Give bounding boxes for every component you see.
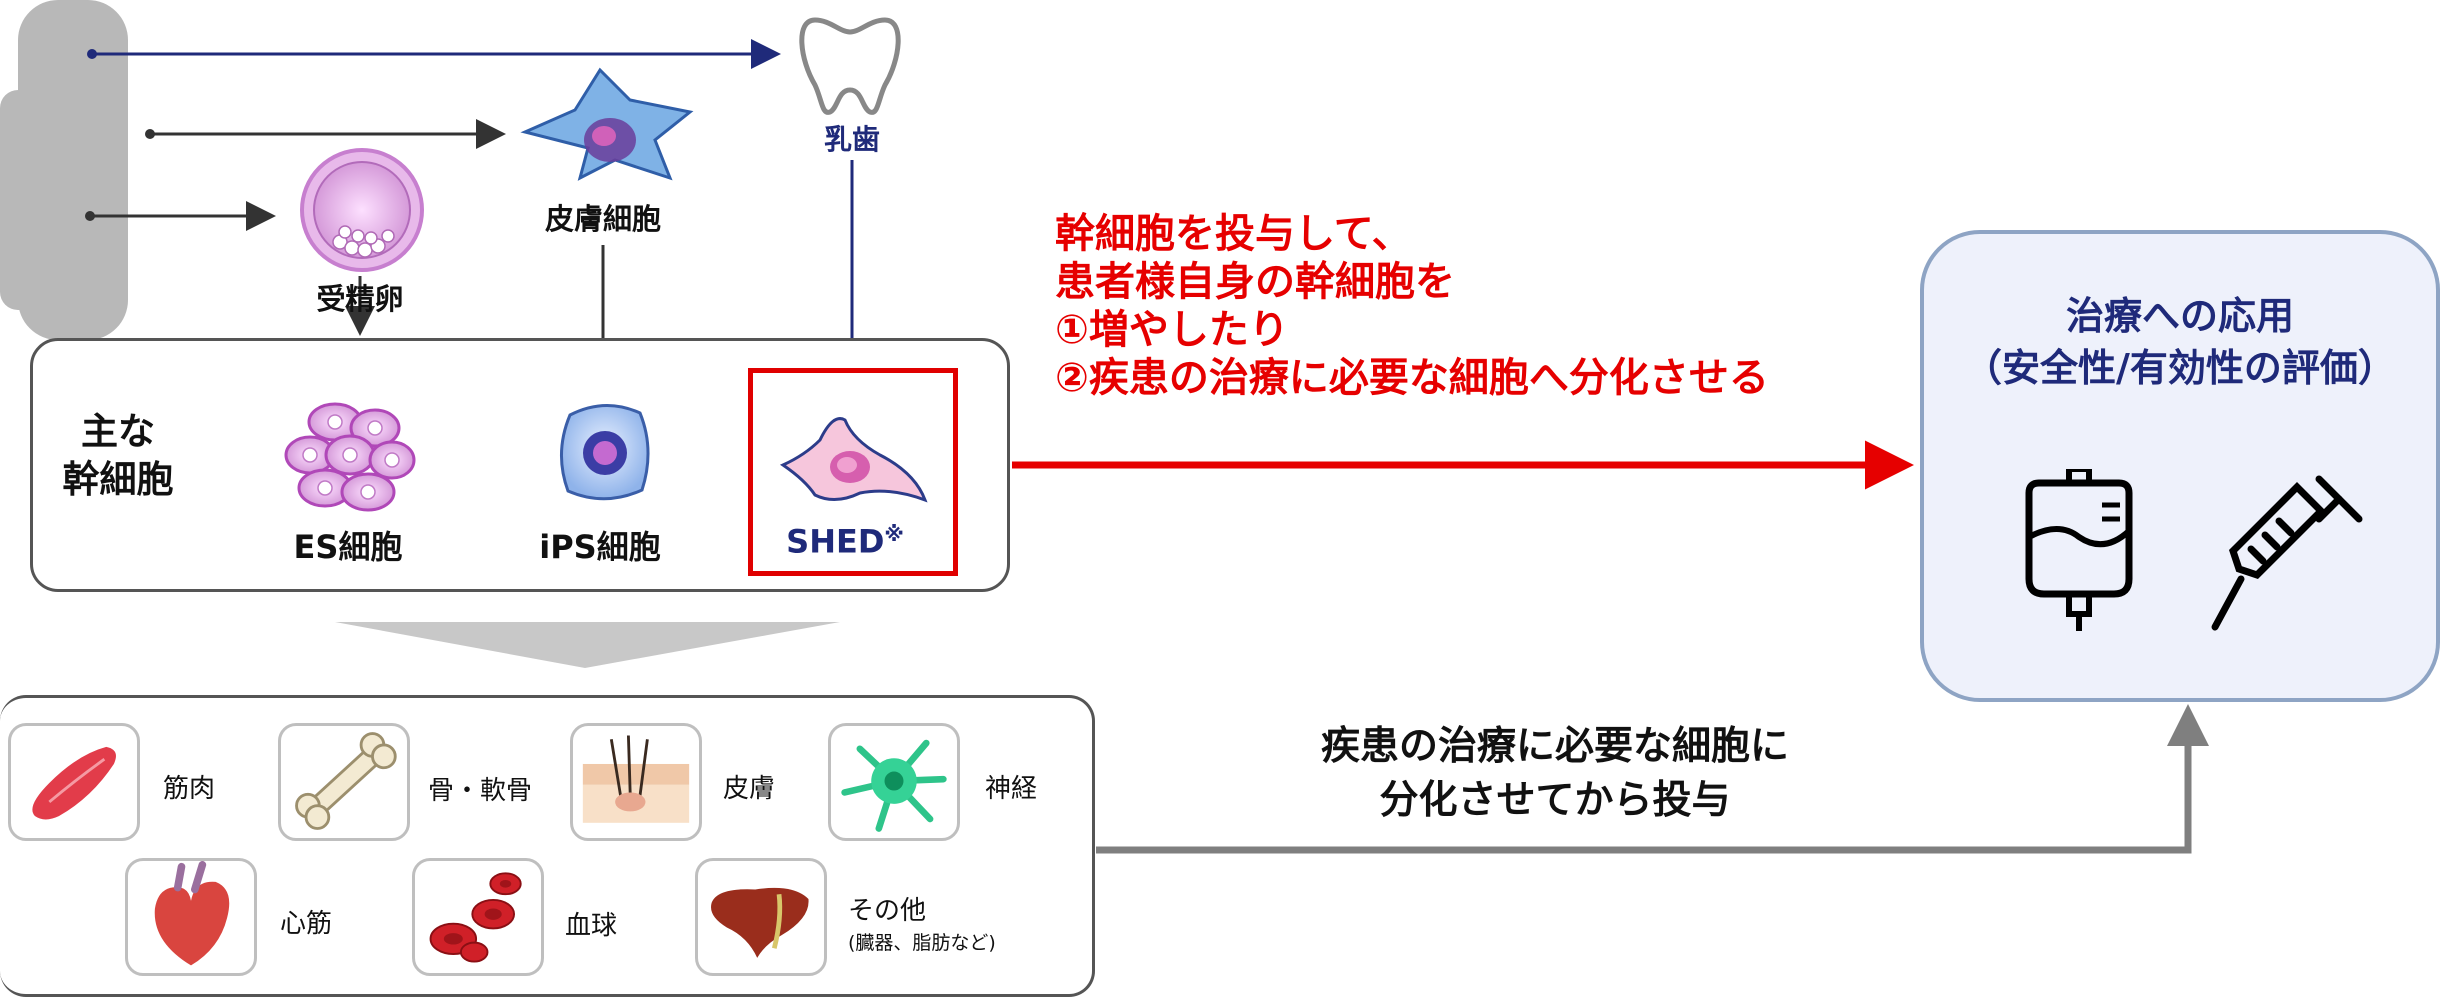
- red-note-line2: 患者様自身の幹細胞を: [1055, 259, 1455, 305]
- differentiation-note: 疾患の治療に必要な細胞に 分化させてから投与: [1321, 720, 1789, 828]
- stem-cells-heading: 主な 幹細胞: [63, 408, 174, 504]
- gray-arrow-to-application: [1096, 704, 2209, 854]
- es-cell-icon: [284, 402, 416, 512]
- syringe-icon: [2211, 475, 2363, 631]
- blood-cell-icon: [429, 872, 522, 963]
- skin-tile: [570, 723, 702, 841]
- bone-cartilage-label: 骨・軟骨: [428, 776, 533, 806]
- skin-cell-label: 皮膚細胞: [544, 202, 662, 236]
- differentiation-note-line1: 疾患の治療に必要な細胞に: [1320, 724, 1790, 769]
- muscle-tile: [8, 723, 140, 841]
- shed-highlight-frame: [748, 368, 958, 576]
- nerve-icon: [841, 739, 947, 832]
- skin-label: 皮膚: [723, 774, 776, 804]
- application-title-line2: （安全性/有効性の評価）: [1964, 346, 2396, 390]
- other-sublabel: (臓器、脂肪など): [848, 932, 996, 954]
- red-note-line3: ①増やしたり: [1055, 307, 1289, 353]
- skin-icon: [582, 735, 690, 823]
- es-cell-label: ES細胞: [293, 528, 403, 566]
- fertilized-egg-icon: [300, 148, 424, 272]
- tooth-icon: [799, 17, 901, 115]
- muscle-label: 筋肉: [163, 774, 216, 804]
- application-box: 治療への応用 （安全性/有効性の評価）: [1920, 230, 2440, 702]
- fertilized-egg-label: 受精卵: [316, 282, 404, 316]
- red-note-line1: 幹細胞を投与して、: [1055, 211, 1412, 257]
- red-note-line4: ②疾患の治療に必要な細胞へ分化させる: [1055, 355, 1769, 401]
- other-label: その他: [848, 896, 927, 926]
- bone-tile: [278, 723, 410, 841]
- differentiation-note-line2: 分化させてから投与: [1379, 778, 1731, 823]
- shed-cell-icon: [779, 417, 928, 503]
- tooth-label: 乳歯: [823, 123, 881, 156]
- cardiac-muscle-tile: [125, 858, 257, 976]
- ips-cell-icon: [559, 403, 650, 501]
- other-tile: [695, 858, 827, 976]
- application-title-line1: 治療への応用: [2065, 294, 2294, 338]
- stem-cells-heading-line2: 幹細胞: [62, 458, 174, 501]
- shed-label-text: SHED: [786, 522, 885, 561]
- nerve-tile: [828, 723, 960, 841]
- red-note: 幹細胞を投与して、 患者様自身の幹細胞を ①増やしたり ②疾患の治療に必要な細胞…: [1055, 210, 1769, 402]
- bone-icon: [295, 732, 397, 830]
- heart-icon: [154, 861, 230, 966]
- person-silhouette-icon: [0, 0, 128, 340]
- blood-cell-tile: [412, 858, 544, 976]
- blood-cell-label: 血球: [565, 911, 618, 941]
- cardiac-muscle-label: 心筋: [280, 909, 333, 939]
- skin-cell-icon: [520, 67, 694, 181]
- iv-bag-icon: [2025, 469, 2133, 631]
- liver-icon: [711, 887, 809, 958]
- shed-label: SHED※: [786, 522, 904, 561]
- down-chevron-shape: [335, 622, 840, 668]
- stem-cells-heading-line1: 主な: [81, 410, 155, 453]
- ips-cell-label: iPS細胞: [539, 528, 661, 566]
- muscle-icon: [32, 746, 116, 820]
- nerve-label: 神経: [985, 774, 1038, 804]
- shed-footnote-mark: ※: [884, 522, 904, 546]
- application-title: 治療への応用 （安全性/有効性の評価）: [1924, 290, 2436, 394]
